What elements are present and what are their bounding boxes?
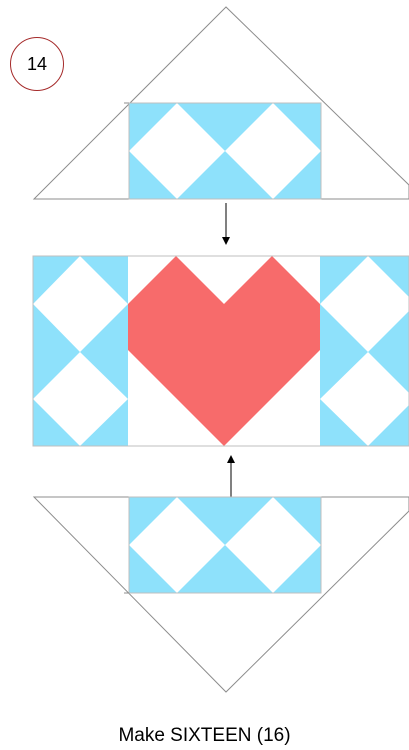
right-diamond-column <box>320 256 409 446</box>
left-diamond-column <box>33 256 128 446</box>
step-number: 14 <box>27 54 47 75</box>
bottom-diamond-strip <box>129 497 321 593</box>
down-arrow-head <box>222 237 230 245</box>
top-setting-unit <box>34 7 409 199</box>
center-heart-block <box>33 256 409 446</box>
step-number-badge: 14 <box>10 37 64 91</box>
heart-square <box>128 256 320 446</box>
top-diamond-strip <box>129 103 321 199</box>
bottom-setting-unit <box>34 497 409 692</box>
bottom-strip-to-center-arrow <box>227 455 235 497</box>
top-strip-to-center-arrow <box>222 203 230 245</box>
up-arrow-head <box>227 455 235 463</box>
instruction-caption: Make SIXTEEN (16) <box>0 725 409 747</box>
